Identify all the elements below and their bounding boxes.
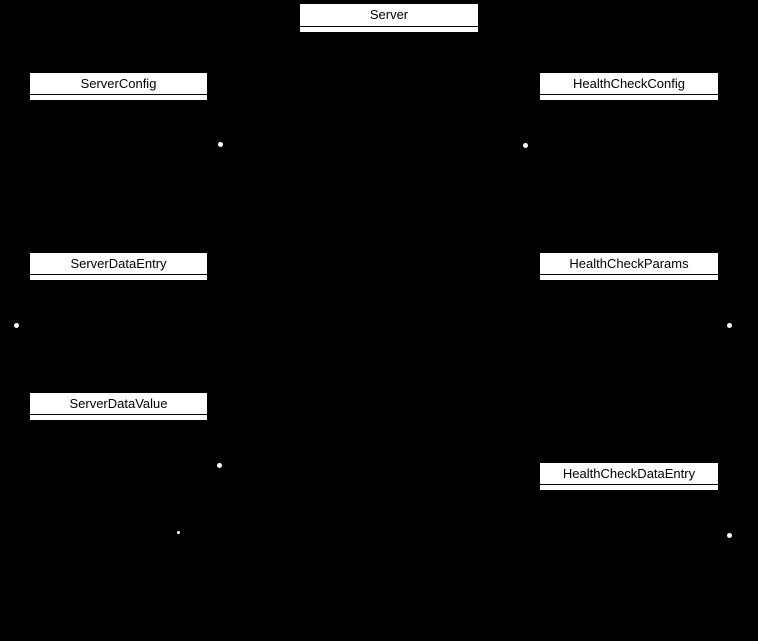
- class-node-health-check-data-entry: HealthCheckDataEntry: [539, 462, 719, 491]
- class-node-label: Server: [369, 7, 409, 22]
- class-node-server-data-value: ServerDataValue: [29, 392, 208, 421]
- class-node-label: HealthCheckDataEntry: [562, 465, 696, 481]
- connector-dot: [726, 322, 732, 328]
- compartment-divider: [540, 484, 718, 485]
- compartment-divider: [30, 94, 207, 95]
- connector-dot: [522, 142, 528, 148]
- compartment-divider: [30, 414, 207, 415]
- compartment-divider: [540, 94, 718, 95]
- class-node-label: HealthCheckParams: [569, 255, 689, 271]
- connector-dot: [216, 462, 222, 468]
- class-node-label: ServerDataValue: [69, 395, 168, 411]
- class-node-label: ServerConfig: [80, 75, 157, 91]
- connector-dot: [217, 141, 223, 147]
- class-node-server-data-entry: ServerDataEntry: [29, 252, 208, 281]
- compartment-divider: [300, 26, 478, 27]
- compartment-divider: [540, 274, 718, 275]
- class-node-server-config: ServerConfig: [29, 72, 208, 101]
- connector-dot: [176, 530, 180, 534]
- class-node-server: Server: [299, 3, 479, 33]
- class-node-health-check-params: HealthCheckParams: [539, 252, 719, 281]
- class-node-label: HealthCheckConfig: [572, 75, 685, 91]
- connector-dot: [726, 532, 732, 538]
- class-node-health-check-config: HealthCheckConfig: [539, 72, 719, 101]
- compartment-divider: [30, 274, 207, 275]
- connector-dot: [13, 322, 19, 328]
- class-node-label: ServerDataEntry: [70, 255, 167, 271]
